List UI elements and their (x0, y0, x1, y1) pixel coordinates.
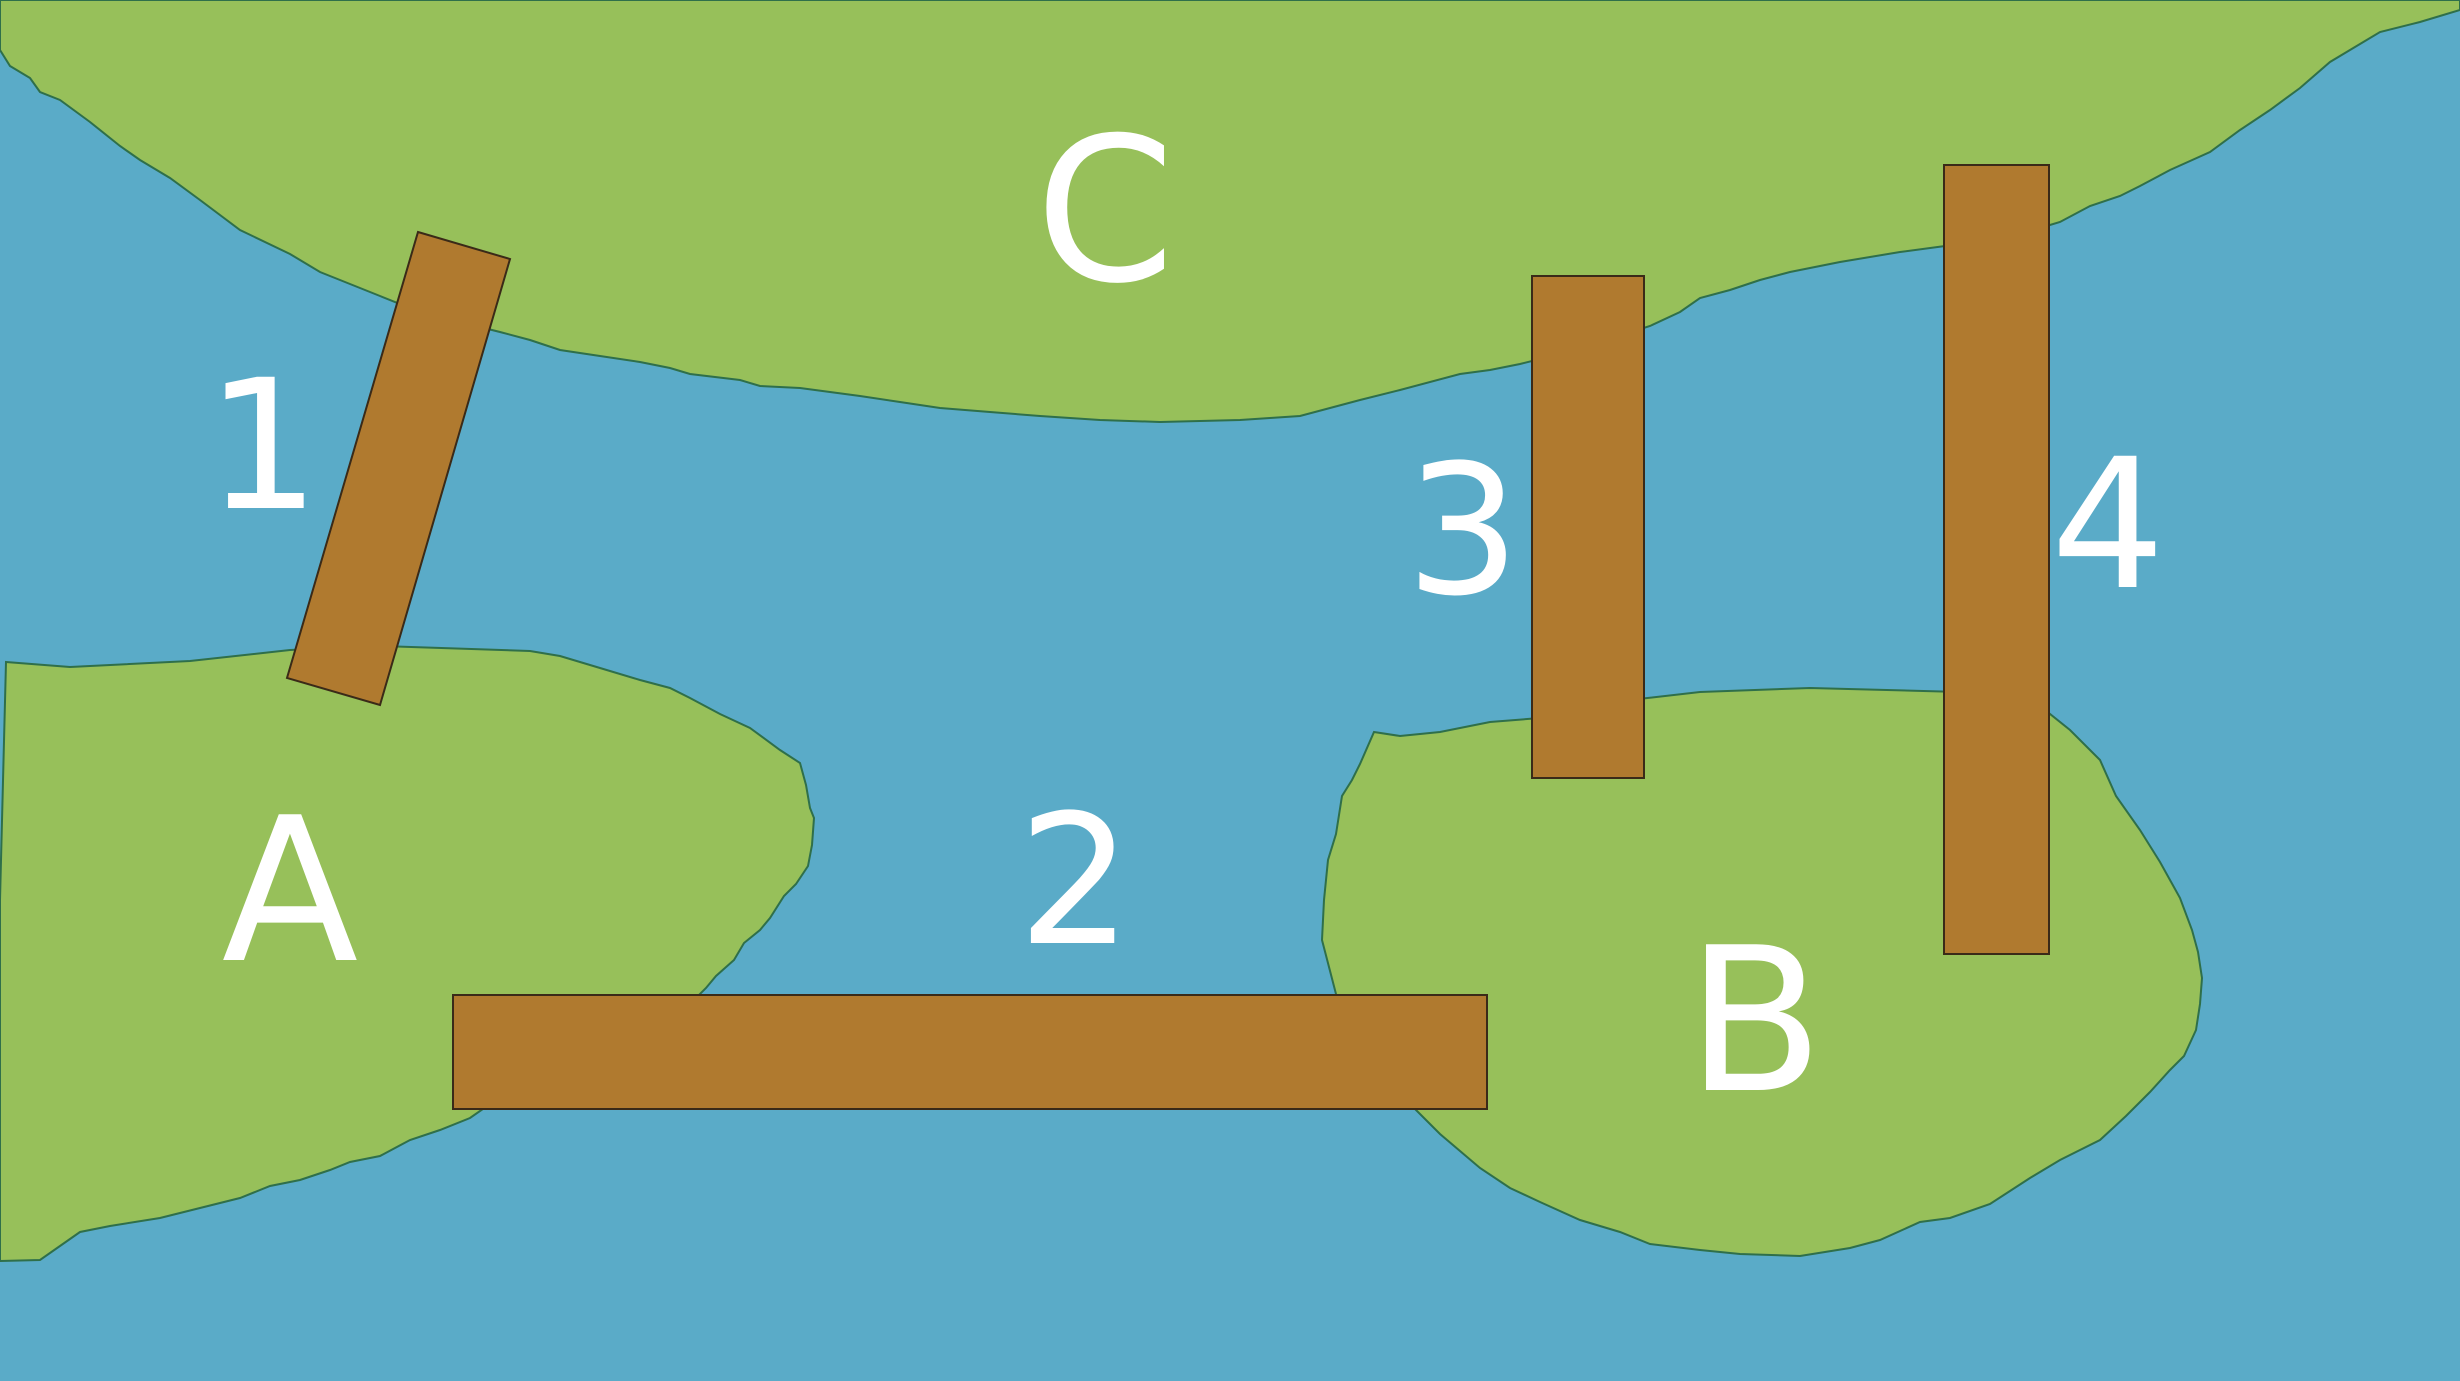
land-c (0, 0, 2460, 424)
bridge-4-plank (1943, 164, 2050, 955)
bridge-label-1: 1 (206, 342, 321, 551)
land-label-c: C (1035, 95, 1175, 328)
bridge-2-plank (452, 994, 1488, 1110)
bridge-1-plank (285, 230, 512, 707)
bridge-3-plank (1531, 275, 1645, 779)
land-label-b: B (1686, 905, 1823, 1138)
land-label-a: A (222, 775, 359, 1008)
bridge-label-3: 3 (1406, 427, 1521, 636)
bridge-label-2: 2 (1018, 777, 1133, 986)
land-a (0, 644, 816, 1263)
bridge-label-4: 4 (2051, 421, 2166, 630)
